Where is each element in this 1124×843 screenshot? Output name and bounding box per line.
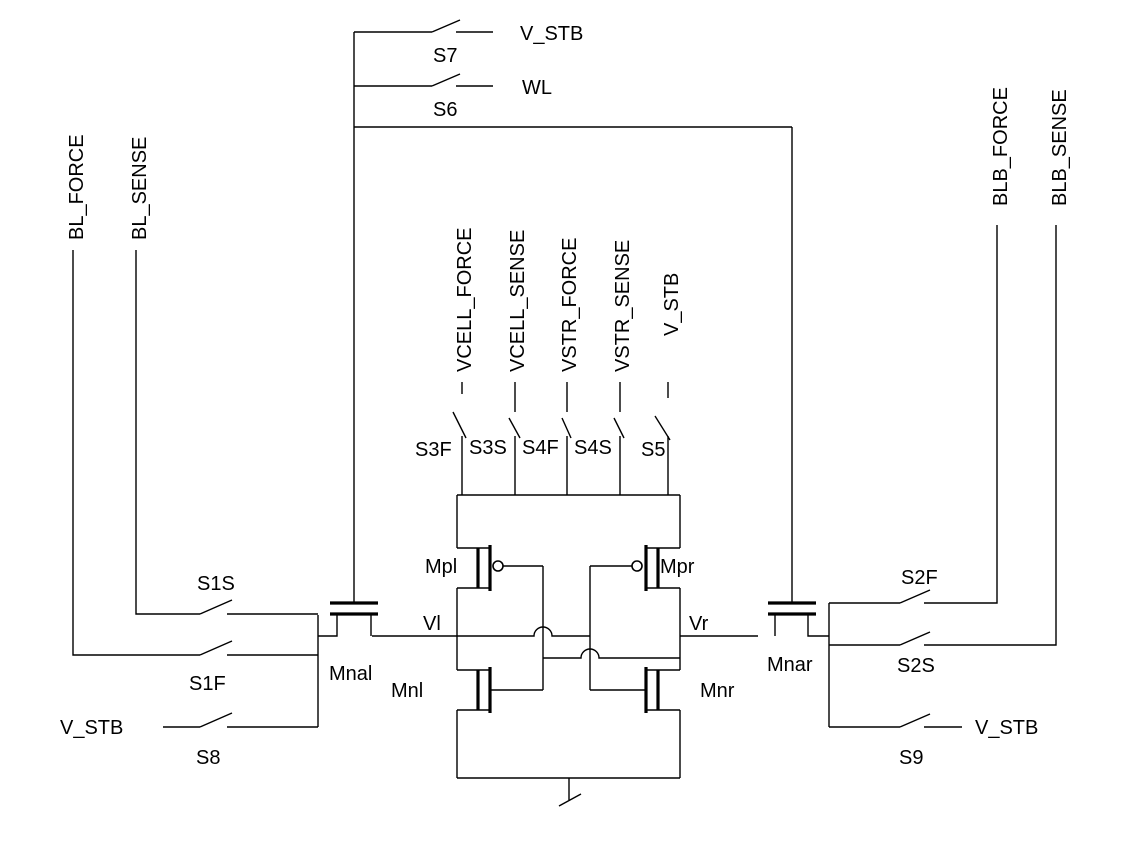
label-blb-force: BLB_FORCE: [990, 87, 1012, 206]
label-v-stb-vertical: V_STB: [661, 273, 683, 336]
label-blb-sense: BLB_SENSE: [1049, 89, 1071, 206]
switch-s1f: [199, 640, 233, 656]
label-mnal: Mnal: [329, 663, 372, 685]
label-s5: S5: [641, 439, 665, 461]
label-bl-sense: BL_SENSE: [129, 137, 151, 240]
pmos-bubble-left: [492, 560, 504, 572]
sram-core: [372, 495, 758, 807]
label-s3f: S3F: [415, 439, 452, 461]
label-s8: S8: [196, 747, 220, 769]
label-vcell-sense: VCELL_SENSE: [507, 230, 529, 372]
label-s3s: S3S: [469, 437, 507, 459]
left-access-transistor: [318, 601, 378, 637]
pmos-bubble-right: [631, 560, 643, 572]
label-node-vl: Vl: [423, 613, 441, 635]
label-s9: S9: [899, 747, 923, 769]
switch-s1s: [199, 599, 233, 615]
label-mnr: Mnr: [700, 680, 735, 702]
label-s2s: S2S: [897, 655, 935, 677]
label-mpl: Mpl: [425, 556, 457, 578]
label-bl-force: BL_FORCE: [66, 134, 88, 240]
label-v-stb-right: V_STB: [975, 717, 1038, 739]
switch-s2f: [899, 589, 931, 604]
label-mpr: Mpr: [660, 556, 695, 578]
label-wl: WL: [522, 77, 552, 99]
label-s7: S7: [433, 45, 457, 67]
label-s2f: S2F: [901, 567, 938, 589]
label-mnar: Mnar: [767, 654, 813, 676]
switch-s2s: [899, 631, 931, 646]
label-vstr-sense: VSTR_SENSE: [612, 240, 634, 372]
label-node-vr: Vr: [689, 613, 709, 635]
label-mnl: Mnl: [391, 680, 423, 702]
left-bitline-network: [72, 250, 319, 728]
label-vstr-force: VSTR_FORCE: [559, 238, 581, 372]
label-v-stb-left: V_STB: [60, 717, 123, 739]
label-s4f: S4F: [522, 437, 559, 459]
right-access-transistor: [768, 601, 829, 637]
label-s1s: S1S: [197, 573, 235, 595]
label-s1f: S1F: [189, 673, 226, 695]
right-bitline-network: [828, 225, 1057, 728]
label-v-stb-top: V_STB: [520, 23, 583, 45]
label-s6: S6: [433, 99, 457, 121]
supply-switches: [452, 382, 680, 496]
ground-symbol: [558, 793, 582, 807]
switch-s6: [431, 73, 461, 87]
switch-s7: [431, 19, 461, 33]
switch-s9: [899, 713, 931, 728]
label-vcell-force: VCELL_FORCE: [454, 228, 476, 373]
label-s4s: S4S: [574, 437, 612, 459]
wordline-network: [353, 19, 793, 603]
switch-s8: [199, 712, 233, 728]
